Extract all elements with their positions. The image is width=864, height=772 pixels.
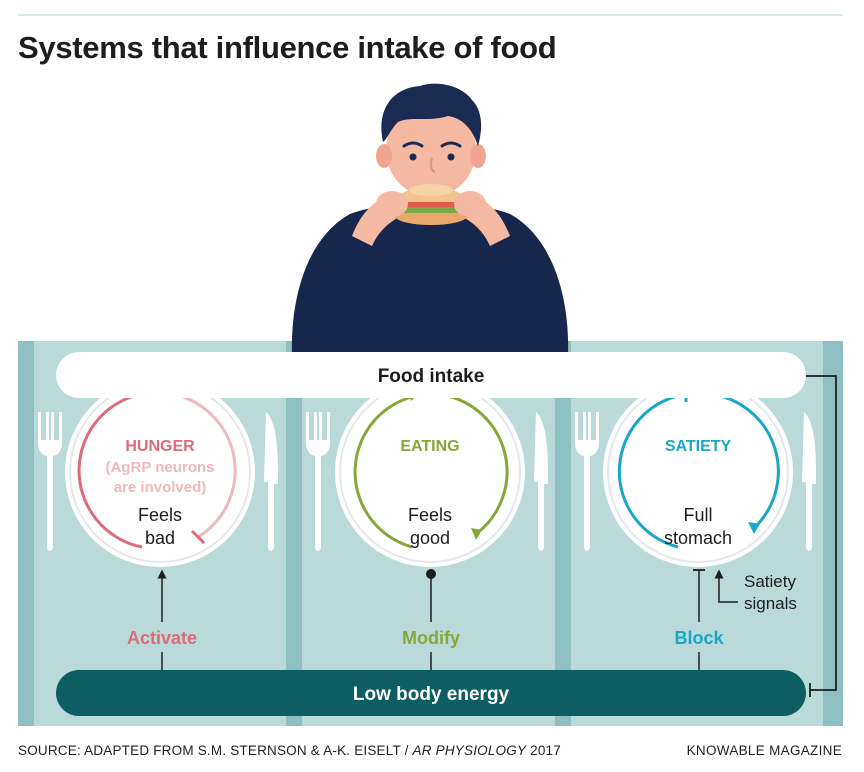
eyebrow <box>402 141 424 148</box>
table-stripe <box>823 341 843 726</box>
plate-detail-hunger: are involved) <box>114 479 207 496</box>
action-block: Block <box>674 628 724 648</box>
feedback-line <box>806 375 837 691</box>
eye <box>409 153 417 161</box>
brand-credit: KNOWABLE MAGAZINE <box>686 743 842 758</box>
low-body-energy-label: Low body energy <box>353 684 510 705</box>
nose <box>430 157 436 173</box>
satiety-arc-left <box>617 392 689 549</box>
eating-arc-right <box>442 393 509 536</box>
food-intake-label: Food intake <box>378 366 485 387</box>
source-credit: SOURCE: ADAPTED FROM S.M. STERNSON & A-K… <box>18 743 561 758</box>
food-intake-bar <box>56 352 806 398</box>
table-stripe <box>286 341 302 726</box>
hunger-arc-left <box>77 391 149 549</box>
page-title: Systems that influence intake of food <box>18 30 557 65</box>
face <box>386 103 476 197</box>
plate-state-eating: good <box>410 528 450 548</box>
plate-state-satiety: stomach <box>664 528 732 548</box>
burger-icon <box>395 184 467 225</box>
plate-hunger <box>65 377 255 567</box>
cutlery <box>38 412 816 551</box>
shirt <box>291 203 569 356</box>
satiety-signals-arrow <box>714 569 738 603</box>
arrowhead-icon <box>471 528 482 540</box>
plate-title-hunger: HUNGER <box>125 438 195 455</box>
arrowhead-icon <box>748 522 760 534</box>
satiety-signals-line2: signals <box>744 594 797 613</box>
satiety-cycle <box>617 386 780 549</box>
hunger-arc-right <box>171 392 237 539</box>
plate-state-satiety: Full <box>683 505 712 525</box>
eyebrow <box>440 141 462 148</box>
ear <box>470 144 486 168</box>
table-stripe <box>18 341 34 726</box>
source-year: 2017 <box>526 743 561 758</box>
action-activate: Activate <box>127 628 197 648</box>
source-prefix: SOURCE: ADAPTED FROM S.M. STERNSON & A-K… <box>18 743 413 758</box>
person-illustration <box>291 83 569 356</box>
knife-icon <box>802 412 816 551</box>
source-journal: AR PHYSIOLOGY <box>412 743 527 758</box>
plate-detail-hunger: (AgRP neurons <box>106 459 215 476</box>
plate-title-eating: EATING <box>400 438 459 455</box>
plate-state-hunger: Feels <box>138 505 182 525</box>
hand <box>376 191 408 217</box>
plate-state-eating: Feels <box>408 505 452 525</box>
plate-texts: HUNGER (AgRP neurons are involved) Feels bad… <box>106 438 732 548</box>
hand <box>454 191 486 217</box>
top-rule <box>18 14 843 16</box>
eye <box>447 153 455 161</box>
action-modify: Modify <box>402 628 460 648</box>
table-stripe <box>555 341 571 726</box>
fork-icon <box>306 412 330 551</box>
knife-icon <box>264 412 278 551</box>
fork-icon <box>38 412 62 551</box>
inhibit-bar-icon <box>190 529 206 545</box>
knife-icon <box>534 412 548 551</box>
connectors <box>157 375 837 697</box>
modify-dot-icon <box>426 569 436 579</box>
plate-state-hunger: bad <box>145 528 175 548</box>
low-body-energy-bar <box>56 670 806 716</box>
fork-icon <box>575 412 599 551</box>
eating-arc-left <box>353 393 421 549</box>
hair <box>381 83 482 146</box>
satiety-signals-line1: Satiety <box>744 572 796 591</box>
satiety-arc-right <box>709 392 780 530</box>
plate-title-satiety: SATIETY <box>665 438 732 455</box>
ear <box>376 144 392 168</box>
